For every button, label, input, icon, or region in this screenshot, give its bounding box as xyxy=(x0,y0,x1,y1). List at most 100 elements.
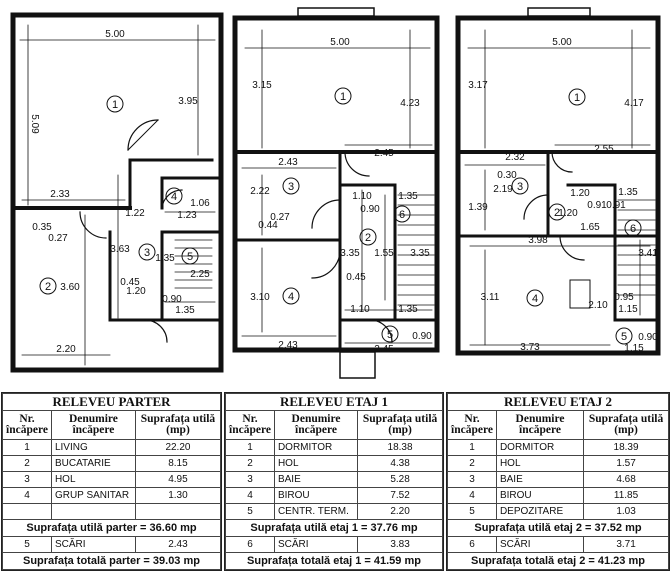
col-header-nr: Nr. încăpere xyxy=(2,410,52,440)
col-header-area: Suprafața utilă (mp) xyxy=(357,410,443,440)
cell-name: HOL xyxy=(273,455,359,472)
dimension-label: 3.15 xyxy=(252,80,272,91)
empty-cell xyxy=(2,503,52,520)
cell-area: 5.28 xyxy=(357,471,443,488)
dimension-label: 3.35 xyxy=(340,248,360,259)
cell-area: 3.71 xyxy=(583,536,669,553)
cell-nr: 5 xyxy=(225,503,275,520)
table-releveu-etaj1: RELEVEU ETAJ 1 Nr. încăpere Denumire înc… xyxy=(224,392,444,571)
dimension-label: 3.63 xyxy=(110,244,130,255)
floor-plans: 1 2 3 4 5 1 3 6 2 4 5 1 3 2 6 4 5 5.00 5… xyxy=(10,7,661,379)
plan2-room: 1 xyxy=(340,91,346,103)
table-releveu-etaj2: RELEVEU ETAJ 2 Nr. încăpere Denumire înc… xyxy=(446,392,670,571)
dimension-label: 0.90 xyxy=(162,294,182,305)
dimension-label: 0.45 xyxy=(346,272,366,283)
table-releveu-parter: RELEVEU PARTER Nr. încăpere Denumire înc… xyxy=(1,392,222,571)
cell-name: BIROU xyxy=(273,487,359,504)
cell-name: BIROU xyxy=(495,487,585,504)
plan2-room: 5 xyxy=(387,329,393,341)
dimension-label: 2.32 xyxy=(505,152,525,163)
cell-name: BAIE xyxy=(273,471,359,488)
dimension-label: 3.11 xyxy=(481,292,500,303)
cell-nr: 1 xyxy=(2,439,52,456)
dimension-label: 1.20 xyxy=(126,286,146,297)
plan1-room: 4 xyxy=(171,191,177,203)
dimension-label: 0.90 xyxy=(360,204,380,215)
cell-area: 7.52 xyxy=(357,487,443,504)
table-title: RELEVEU ETAJ 1 xyxy=(225,393,443,411)
dimension-label: 0.90 xyxy=(638,332,658,343)
cell-nr: 6 xyxy=(225,536,275,553)
empty-cell xyxy=(134,503,222,520)
cell-area: 3.83 xyxy=(357,536,443,553)
cell-nr: 6 xyxy=(447,536,497,553)
dimension-label: 1.10 xyxy=(350,304,370,315)
cell-area: 4.68 xyxy=(583,471,669,488)
dimension-label: 4.17 xyxy=(624,98,644,109)
col-header-area: Suprafața utilă (mp) xyxy=(134,410,222,440)
dimension-label: 1.35 xyxy=(398,191,418,202)
plan1-room: 1 xyxy=(112,99,118,111)
cell-name: BAIE xyxy=(495,471,585,488)
cell-area: 18.38 xyxy=(357,439,443,456)
dimension-label: 3.41 xyxy=(638,248,658,259)
dimension-label: 1.15 xyxy=(618,304,638,315)
dimension-label: 1.35 xyxy=(618,187,638,198)
cell-name: SCĂRI xyxy=(273,536,359,553)
empty-cell xyxy=(50,503,136,520)
cell-area: 18.39 xyxy=(583,439,669,456)
cell-nr: 4 xyxy=(225,487,275,504)
dimension-label: 2.33 xyxy=(50,189,70,200)
plan-parter-walls xyxy=(10,12,224,373)
plan-etaj2-walls xyxy=(455,7,661,356)
dimension-label: 1.20 xyxy=(558,208,578,219)
cell-name: HOL xyxy=(495,455,585,472)
dimension-label: 1.55 xyxy=(374,248,394,259)
plan3-room: 2 xyxy=(554,207,560,219)
dimension-label: 4.23 xyxy=(400,98,420,109)
cell-name: LIVING xyxy=(50,439,136,456)
plan2-room: 6 xyxy=(399,209,405,221)
col-header-name: Denumire încăpere xyxy=(495,410,585,440)
dimension-label: 3.60 xyxy=(60,282,80,293)
dimension-label: 2.19 xyxy=(493,184,513,195)
plan3-room: 1 xyxy=(574,92,580,104)
plan2-room: 4 xyxy=(288,291,294,303)
dimension-label: 2.22 xyxy=(250,186,270,197)
cell-name: DORMITOR xyxy=(273,439,359,456)
plan1-room: 3 xyxy=(144,247,150,259)
dimension-label: 5.09 xyxy=(29,114,40,134)
col-header-nr: Nr. încăpere xyxy=(447,410,497,440)
cell-nr: 5 xyxy=(2,536,52,553)
cell-name: DORMITOR xyxy=(495,439,585,456)
dimension-label: 1.35 xyxy=(155,253,175,264)
dimension-label: 5.00 xyxy=(330,37,350,48)
cell-name: BUCATARIE xyxy=(50,455,136,472)
cell-name: GRUP SANITAR xyxy=(50,487,136,504)
dimension-label: 1.06 xyxy=(190,198,210,209)
table-title: RELEVEU PARTER xyxy=(2,393,221,411)
cell-area: 1.03 xyxy=(583,503,669,520)
cell-area: 1.30 xyxy=(134,487,222,504)
dimension-label: 3.73 xyxy=(520,342,540,353)
subtotal-row: Suprafața utilă etaj 1 = 37.76 mp xyxy=(225,519,443,537)
plan1-room: 2 xyxy=(45,281,51,293)
dimension-label: 0.91 xyxy=(587,200,607,211)
total-row: Suprafața totală etaj 1 = 41.59 mp xyxy=(225,552,443,570)
col-header-name: Denumire încăpere xyxy=(50,410,136,440)
dimension-label: 2.45 xyxy=(374,148,394,159)
cell-area: 1.57 xyxy=(583,455,669,472)
dimension-label: 2.43 xyxy=(278,340,298,351)
dimension-label: 0.30 xyxy=(497,170,517,181)
